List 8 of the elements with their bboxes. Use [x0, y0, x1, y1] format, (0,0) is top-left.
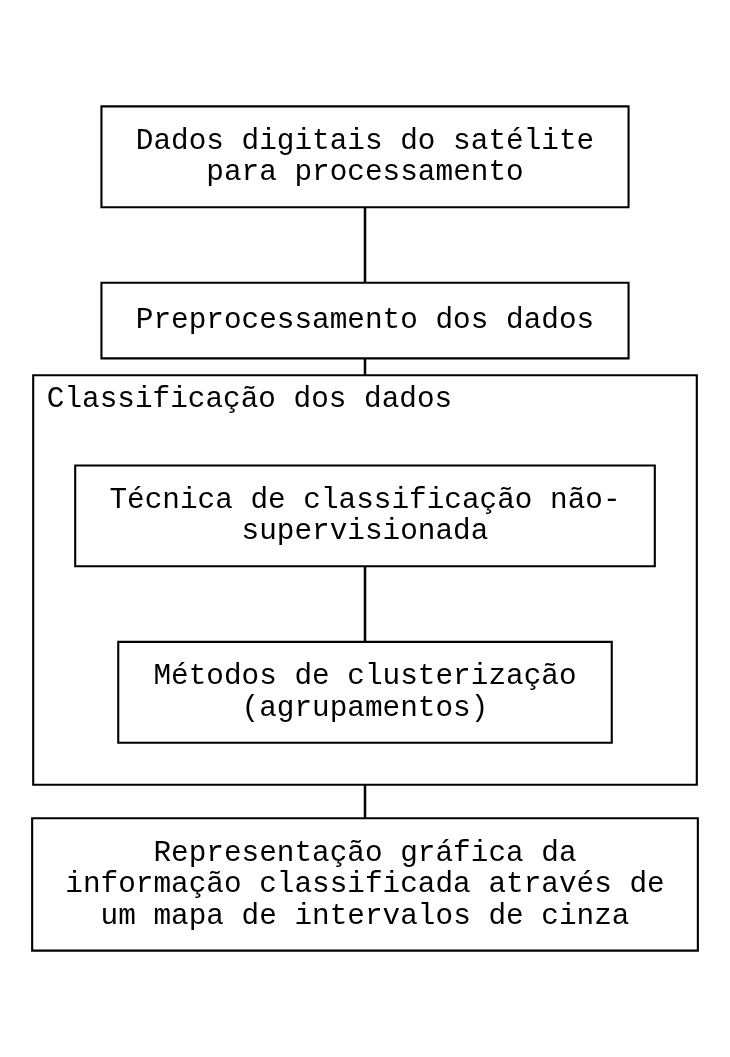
connector: [363, 566, 367, 642]
node-box: Preprocessamento dos dados: [100, 281, 630, 360]
node-box: Técnica de classificação não-supervisionada: [74, 464, 656, 568]
connector: [363, 207, 367, 283]
node-box: Dados digitais do satélite para processamento: [100, 105, 630, 209]
node-box: Métodos de clusterização (agrupamentos): [117, 640, 613, 744]
connector: [363, 784, 367, 818]
node-box: Representação gráfica da informação classificada através de um mapa de intervalos de cinza: [31, 817, 699, 952]
